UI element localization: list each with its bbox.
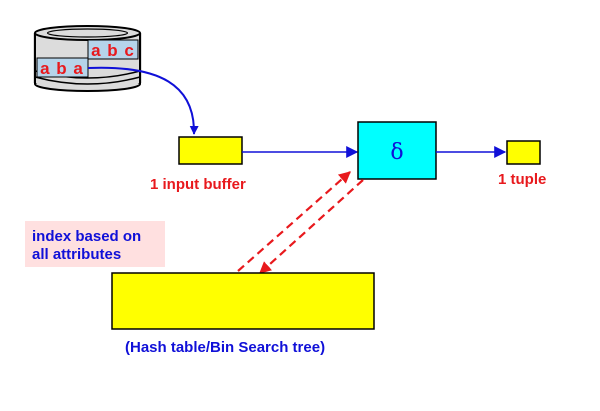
hash-table-label: (Hash table/Bin Search tree) [125,339,325,356]
disk-record-row1: a b c [87,39,139,60]
input-buffer-box [178,136,243,165]
index-note-line1: index based on [32,228,141,245]
hash-to-operator-dashed-arrow [237,171,351,272]
operator-box [357,121,437,180]
operator-to-hash-dashed-arrow [259,179,364,274]
output-tuple-box [506,140,541,165]
index-note-line2: all attributes [32,246,121,263]
disk-record-row2-text: a b a [40,59,84,78]
disk-record-row1-text: a b c [91,41,135,60]
index-note: index based on all attributes [25,221,165,267]
disk-record-row2: a b a [36,57,89,78]
output-tuple-label: 1 tuple [498,171,546,188]
input-buffer-label: 1 input buffer [150,176,246,193]
disk-to-buffer-arrow [87,66,199,135]
delta-symbol: δ [390,140,403,165]
hash-table-box [111,272,375,330]
